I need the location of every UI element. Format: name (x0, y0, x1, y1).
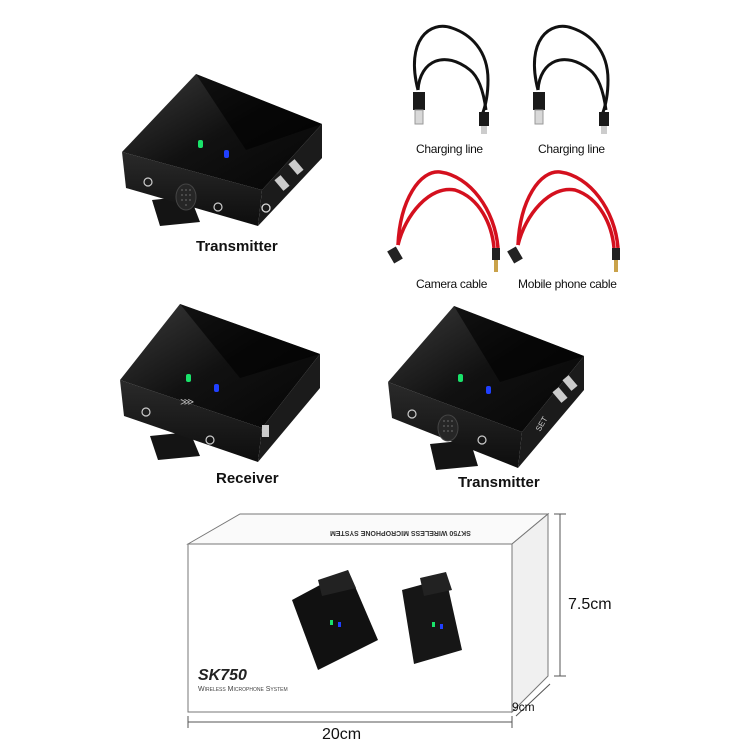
transmitter-top-label: Transmitter (196, 238, 278, 255)
transmitter-right-label: Transmitter (458, 474, 540, 491)
led-green (198, 140, 203, 148)
camera-cable-label: Camera cable (416, 277, 488, 291)
package-subtitle: Wireless Microphone System (198, 686, 288, 693)
charging-line-2-label: Charging line (538, 142, 605, 156)
charging-line-1-label: Charging line (416, 142, 483, 156)
depth-dimension: 9cm (512, 700, 535, 714)
package-mirrored-text: SK750 WIRELESS MICROPHONE SYSTEM (330, 529, 471, 536)
width-dimension: 20cm (322, 726, 362, 743)
height-dimension: 7.5cm (568, 596, 612, 613)
led-blue (224, 150, 229, 158)
package-model: SK750 (198, 667, 247, 684)
mobile-cable-label: Mobile phone cable (518, 277, 617, 291)
svg-text:⋙: ⋙ (180, 397, 194, 408)
receiver-label: Receiver (216, 470, 279, 487)
